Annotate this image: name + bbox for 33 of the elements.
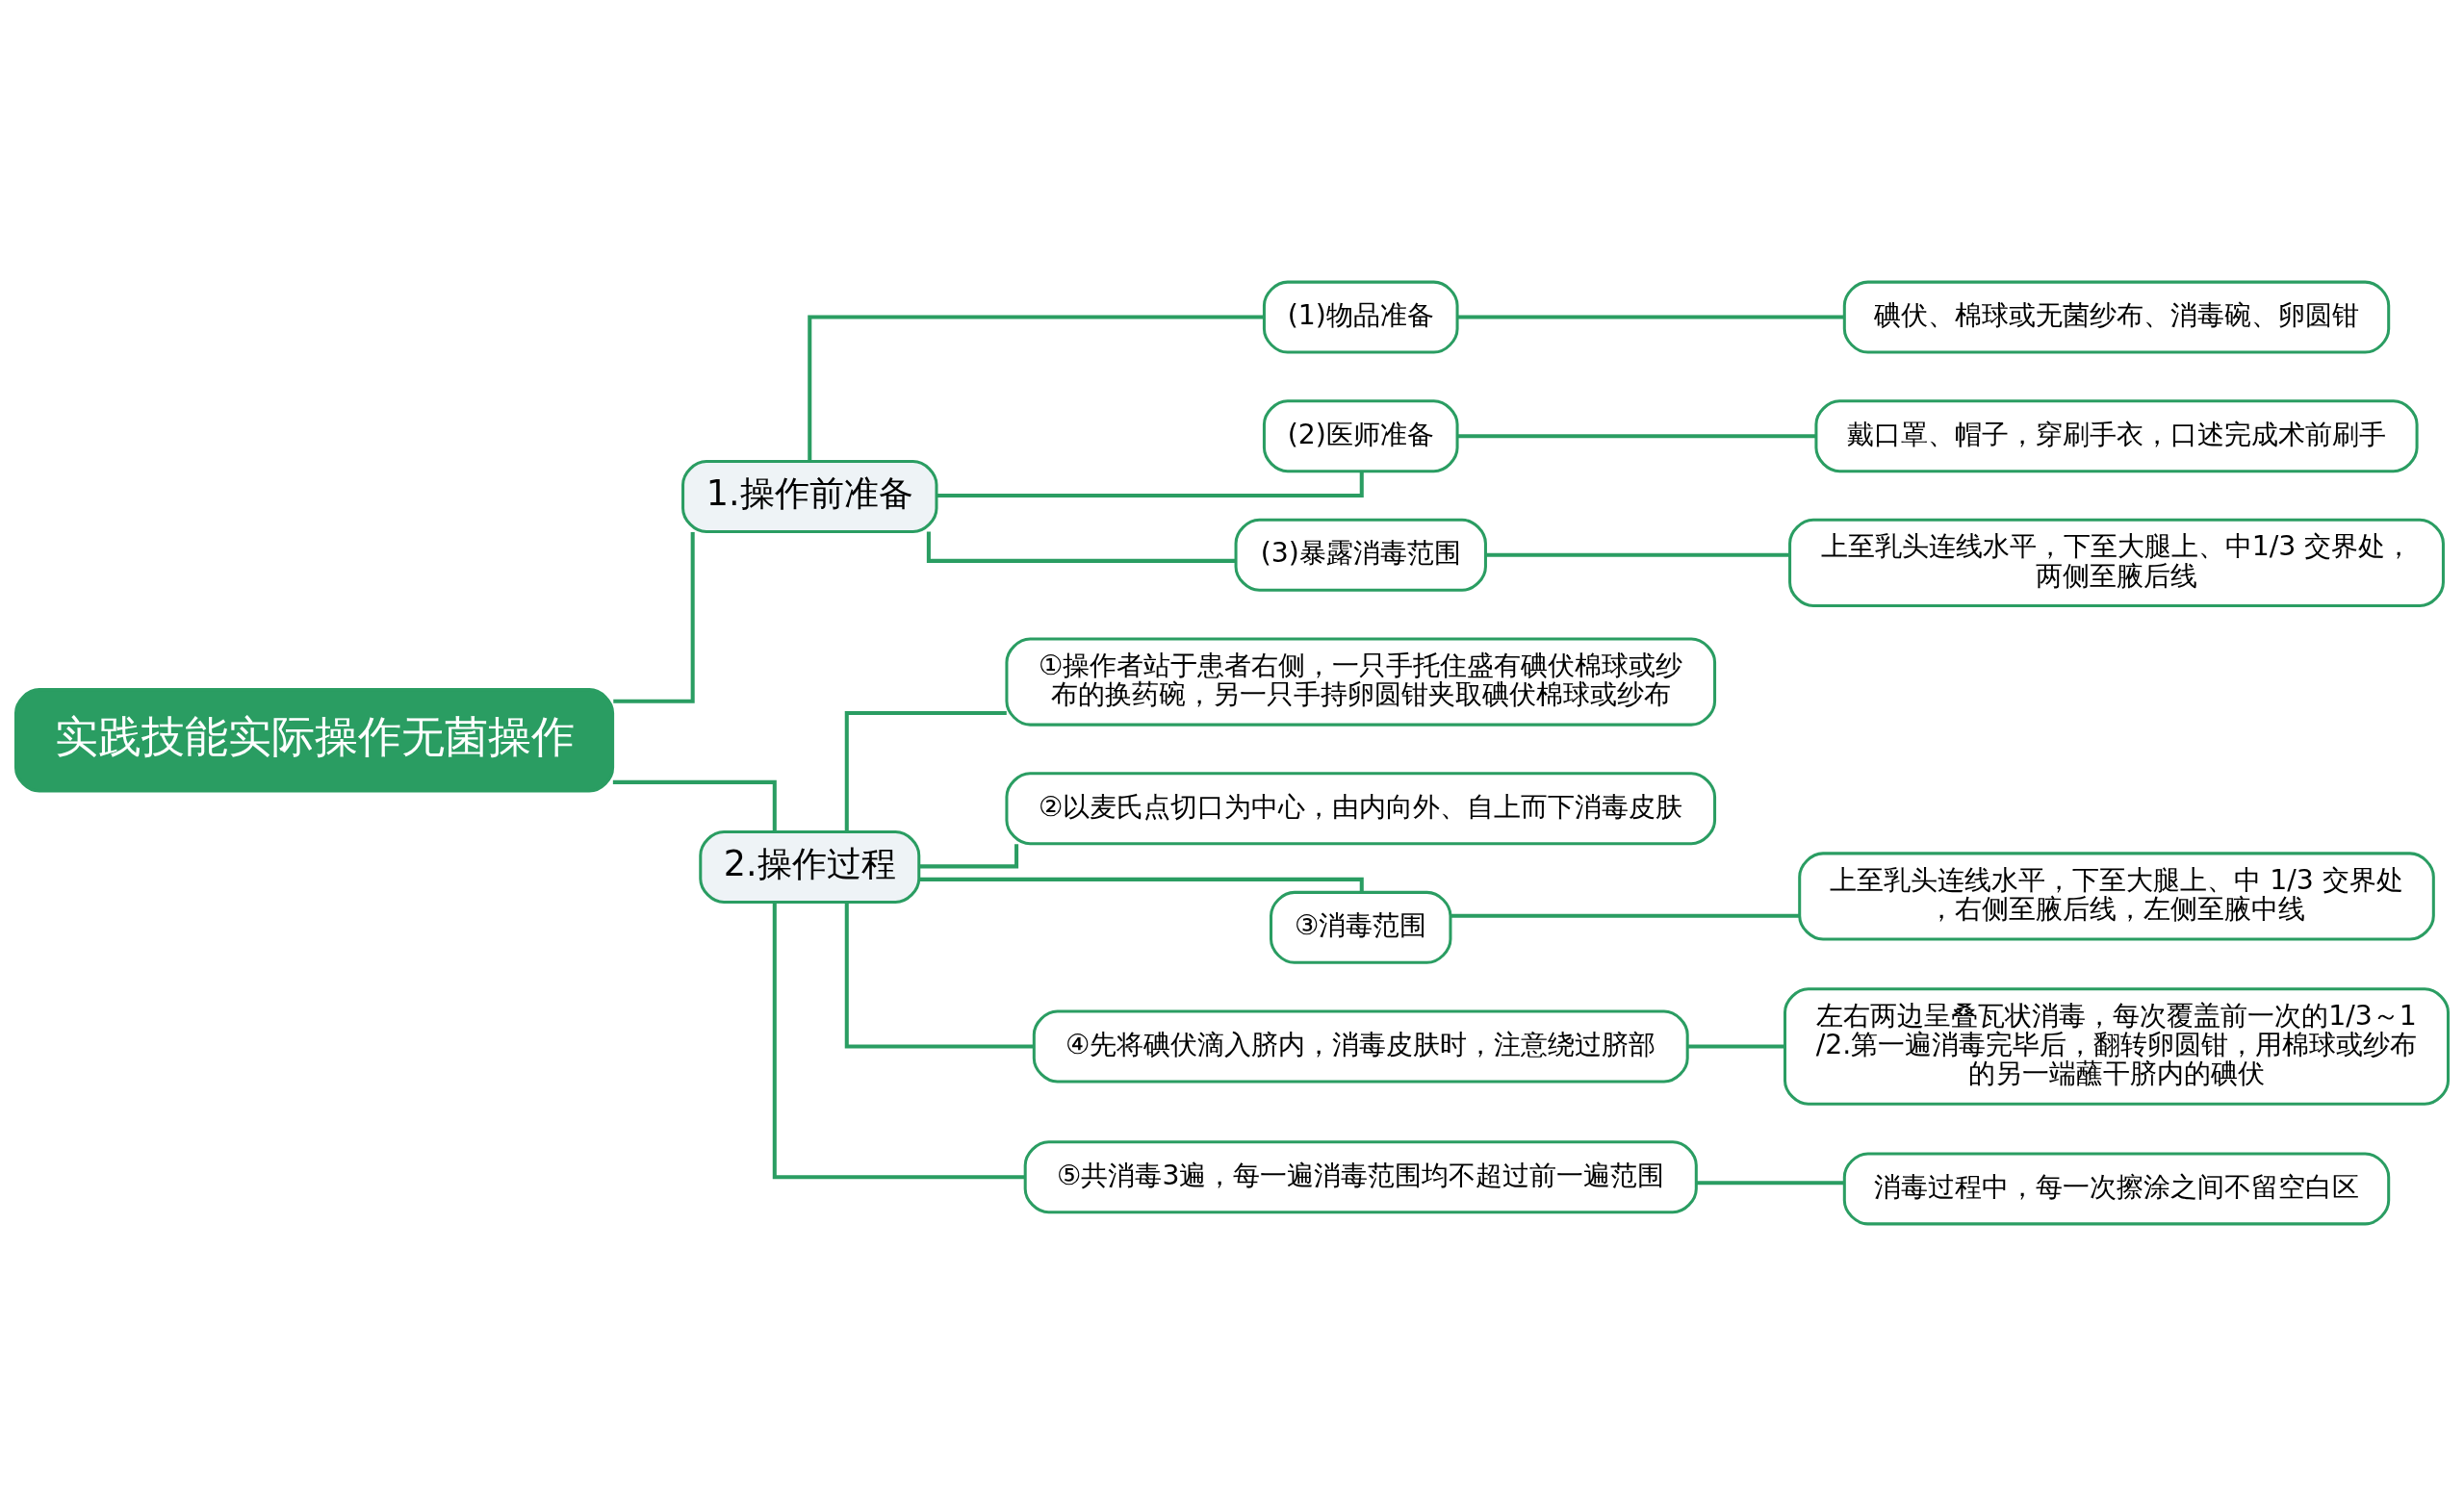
connector (1486, 552, 1789, 557)
node-box: (3)暴露消毒范围 (1234, 518, 1487, 592)
connector (926, 531, 1236, 563)
connector (919, 877, 1364, 892)
node-box: (1)物品准备 (1262, 280, 1459, 354)
node-box: (2)医师准备 (1262, 398, 1459, 472)
node-box: ③消毒范围 (1270, 890, 1452, 964)
connector (808, 315, 1265, 461)
node-box: 戴口罩、帽子，穿刷手衣，口述完成术前刷手 (1814, 398, 2419, 472)
connector (772, 902, 1025, 1179)
connector (844, 710, 1007, 831)
connector (844, 902, 1035, 1048)
node-box: ④先将碘伏滴入脐内，消毒皮肤时，注意绕过脐部 (1032, 1009, 1689, 1083)
connector (612, 779, 777, 831)
connector (613, 531, 695, 703)
connector (1457, 315, 1844, 319)
node-box: 上至乳头连线水平，下至大腿上、中1/3 交界处，两侧至腋后线 (1788, 518, 2445, 607)
node-box: ②以麦氏点切口为中心，由内向外、自上而下消毒皮肤 (1005, 771, 1717, 845)
node-box: 碘伏、棉球或无菌纱布、消毒碗、卵圆钳 (1842, 280, 2391, 354)
connector (1457, 433, 1816, 438)
connector (1687, 1043, 1785, 1048)
connector (1450, 913, 1800, 918)
connector (937, 471, 1364, 497)
node-box: 消毒过程中，每一次擦涂之间不留空白区 (1842, 1151, 2391, 1225)
node-box: 左右两边呈叠瓦状消毒，每次覆盖前一次的1/3～1/2.第一遍消毒完毕后，翻转卵圆钳，用棉球或纱布的另一端蘸干脐内的碘伏 (1784, 986, 2451, 1106)
node-box: 2.操作过程 (699, 829, 921, 904)
node-box: ①操作者站于患者右侧，一只手托住盛有碘伏棉球或纱布的换药碗，另一只手持卵圆钳夹取碘伏棉球或纱布 (1005, 636, 1717, 727)
node-box: 实践技能实际操作无菌操作 (13, 687, 615, 793)
node-box: ⑤共消毒3遍，每一遍消毒范围均不超过前一遍范围 (1023, 1139, 1698, 1213)
node-box: 上至乳头连线水平，下至大腿上、中 1/3 交界处，右侧至腋后线，左侧至腋中线 (1798, 851, 2435, 941)
connector (1696, 1180, 1844, 1185)
connector (918, 843, 1019, 868)
node-box: 1.操作前准备 (681, 459, 938, 533)
